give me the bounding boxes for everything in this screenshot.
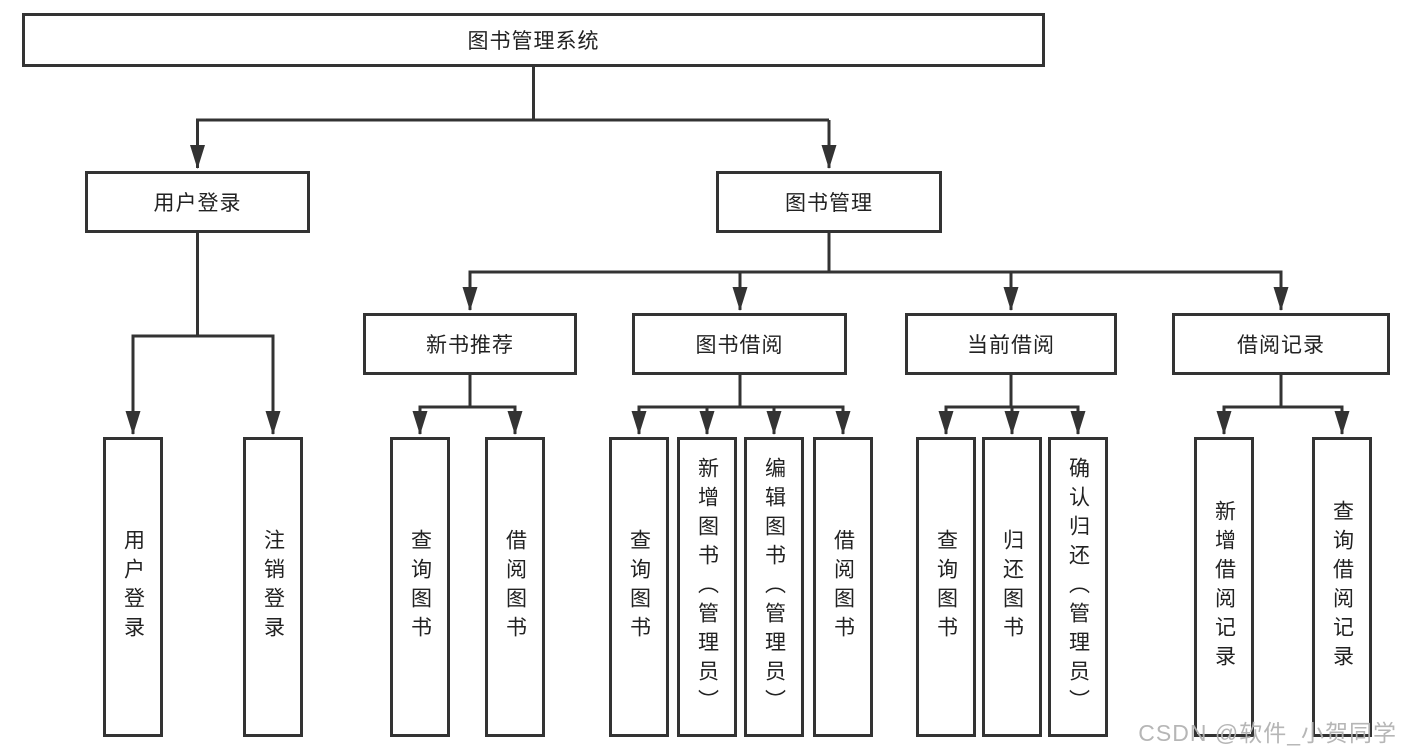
leaf-label: 借阅图书 xyxy=(831,529,855,645)
leaf-label: 查询图书 xyxy=(627,529,651,645)
leaf-label: 编辑图书（管理员） xyxy=(762,456,786,718)
csdn-watermark: CSDN @软件_小贺同学 xyxy=(1138,720,1397,746)
leaf-query-borrow-record: 查询借阅记录 xyxy=(1312,437,1372,737)
node-label: 当前借阅 xyxy=(967,334,1055,357)
node-label: 图书管理系统 xyxy=(467,30,600,53)
leaf-query-books-recommend: 查询图书 xyxy=(390,437,450,737)
leaf-logout: 注销登录 xyxy=(243,437,303,737)
leaf-query-books-current: 查询图书 xyxy=(916,437,976,737)
node-label: 借阅记录 xyxy=(1237,334,1325,357)
leaf-borrow-books-recommend: 借阅图书 xyxy=(485,437,545,737)
leaf-label: 注销登录 xyxy=(261,529,285,645)
leaf-label: 借阅图书 xyxy=(503,529,527,645)
node-label: 用户登录 xyxy=(153,192,242,215)
leaf-add-borrow-record: 新增借阅记录 xyxy=(1194,437,1254,737)
node-label: 图书借阅 xyxy=(695,334,784,357)
leaf-label: 确认归还（管理员） xyxy=(1066,456,1090,718)
leaf-label: 查询图书 xyxy=(934,529,958,645)
node-book-borrowing: 图书借阅 xyxy=(632,313,847,375)
leaf-label: 查询图书 xyxy=(408,529,432,645)
leaf-label: 归还图书 xyxy=(1000,529,1024,645)
leaf-label: 用户登录 xyxy=(121,529,145,645)
node-current-borrowing: 当前借阅 xyxy=(905,313,1117,375)
leaf-return-books: 归还图书 xyxy=(982,437,1042,737)
node-new-book-recommendation: 新书推荐 xyxy=(363,313,577,375)
node-label: 新书推荐 xyxy=(426,334,514,357)
node-label: 图书管理 xyxy=(785,192,873,215)
node-library-management-system: 图书管理系统 xyxy=(22,13,1045,67)
leaf-add-books-admin: 新增图书（管理员） xyxy=(677,437,737,737)
leaf-borrow-books: 借阅图书 xyxy=(813,437,873,737)
leaf-confirm-return-admin: 确认归还（管理员） xyxy=(1048,437,1108,737)
node-book-management: 图书管理 xyxy=(716,171,942,233)
leaf-label: 查询借阅记录 xyxy=(1330,500,1354,674)
leaf-edit-books-admin: 编辑图书（管理员） xyxy=(744,437,804,737)
leaf-label: 新增图书（管理员） xyxy=(695,456,719,718)
leaf-user-login: 用户登录 xyxy=(103,437,163,737)
node-user-login: 用户登录 xyxy=(85,171,310,233)
node-borrowing-records: 借阅记录 xyxy=(1172,313,1390,375)
leaf-label: 新增借阅记录 xyxy=(1212,500,1236,674)
leaf-query-books-borrow: 查询图书 xyxy=(609,437,669,737)
